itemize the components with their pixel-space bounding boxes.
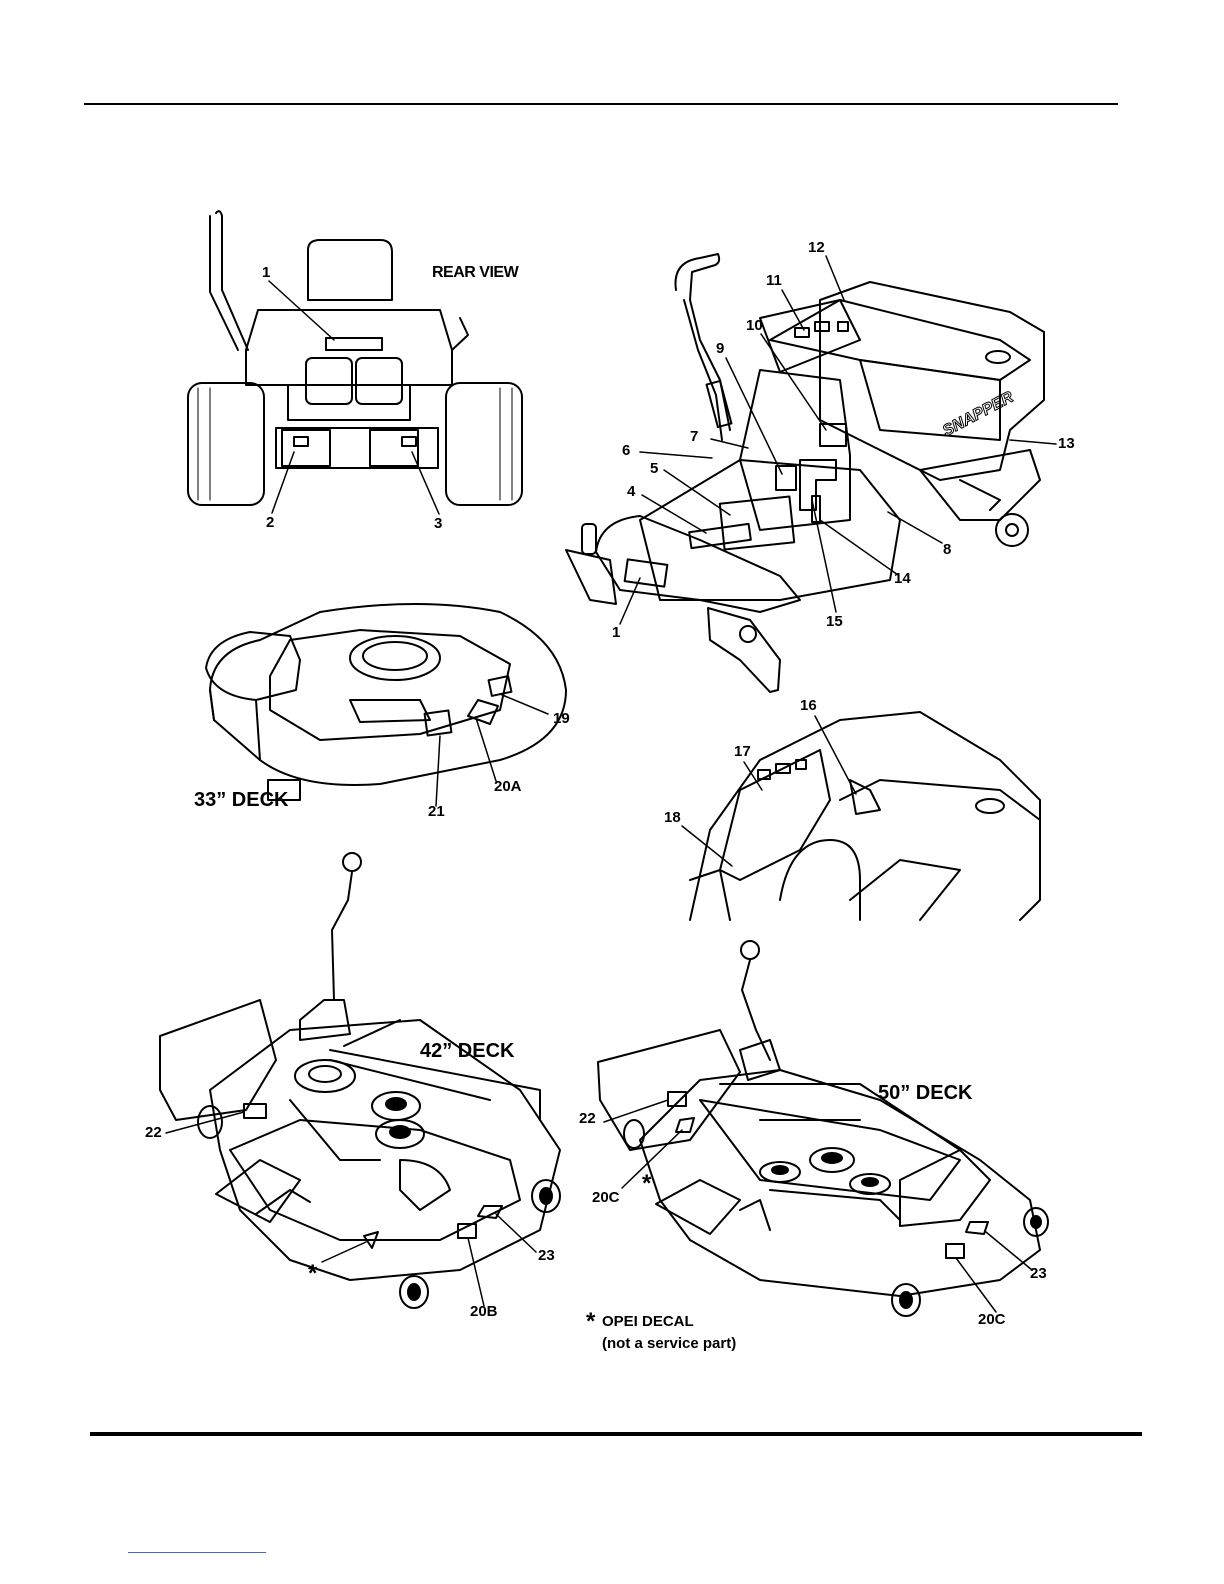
- callout-15: 15: [826, 614, 843, 630]
- callout-21: 21: [428, 804, 445, 820]
- callout-star-deck42: *: [308, 1262, 317, 1286]
- callout-2: 2: [266, 515, 274, 531]
- callout-8: 8: [943, 542, 951, 558]
- rear-view-title: REAR VIEW: [432, 264, 518, 282]
- footer-rule: [90, 1432, 1142, 1436]
- footer-link-underline: [128, 1552, 266, 1553]
- callout-3: 3: [434, 516, 442, 532]
- rear-view-mower: [188, 211, 522, 514]
- callout-14: 14: [894, 571, 911, 587]
- note-star: *: [586, 1310, 595, 1334]
- note-title: OPEI DECAL: [602, 1313, 694, 1330]
- callout-23-deck42: 23: [538, 1248, 555, 1264]
- deck-33-illustration: [206, 604, 566, 806]
- callout-6: 6: [622, 443, 630, 459]
- callout-19: 19: [553, 711, 570, 727]
- deck-50-illustration: [598, 941, 1048, 1316]
- callout-20b: 20B: [470, 1304, 498, 1320]
- callout-22-deck50: 22: [579, 1111, 596, 1127]
- callout-18: 18: [664, 810, 681, 826]
- brand-decal: SNAPPER: [940, 388, 1017, 440]
- deck-33-title: 33” DECK: [194, 789, 288, 812]
- note-subtitle: (not a service part): [602, 1335, 736, 1352]
- callout-17: 17: [734, 744, 751, 760]
- callout-20c-left: 20C: [592, 1190, 620, 1206]
- callout-23-deck50: 23: [1030, 1266, 1047, 1282]
- deck-42-title: 42” DECK: [420, 1040, 514, 1063]
- callout-star-deck50: *: [642, 1172, 651, 1196]
- deck-42-illustration: [160, 853, 560, 1308]
- callout-9: 9: [716, 341, 724, 357]
- callout-20c-right: 20C: [978, 1312, 1006, 1328]
- callout-1-front: 1: [612, 625, 620, 641]
- callout-10: 10: [746, 318, 763, 334]
- callout-22-deck42: 22: [145, 1125, 162, 1141]
- callout-4: 4: [627, 484, 635, 500]
- callout-11: 11: [766, 273, 782, 289]
- callout-16: 16: [800, 698, 817, 714]
- callout-1-rear: 1: [262, 265, 270, 281]
- callout-13: 13: [1058, 436, 1075, 452]
- callout-5: 5: [650, 461, 658, 477]
- callout-7: 7: [690, 429, 698, 445]
- callout-12: 12: [808, 240, 825, 256]
- front-view-mower: SNAPPER: [566, 254, 1056, 692]
- deck-50-title: 50” DECK: [878, 1082, 972, 1105]
- callout-20a: 20A: [494, 779, 522, 795]
